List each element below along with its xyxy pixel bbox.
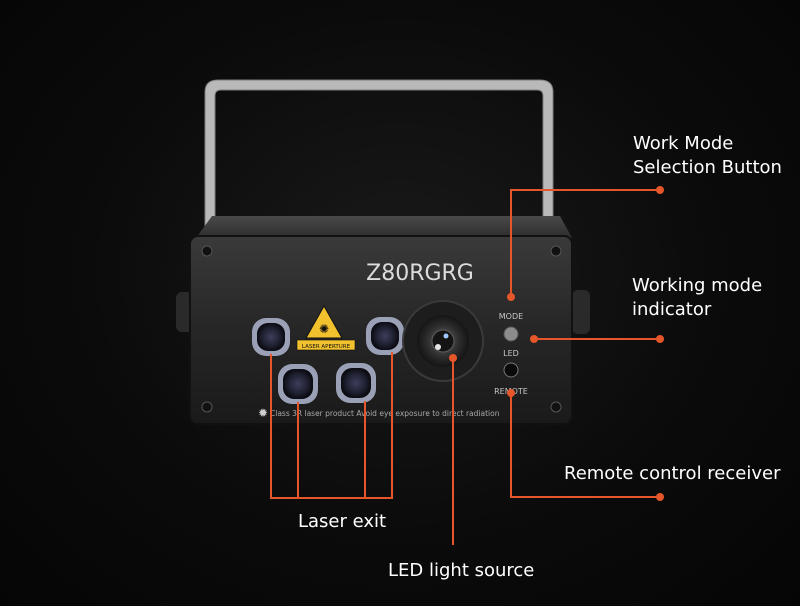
callout-dots bbox=[449, 186, 664, 501]
right-knob bbox=[572, 290, 590, 334]
indicator-line-1: Working mode bbox=[632, 275, 763, 296]
indicator-callout: Working mode indicator bbox=[632, 274, 762, 322]
laser-exit-lens bbox=[366, 317, 404, 355]
top-plate bbox=[196, 216, 572, 238]
mode-indicator bbox=[503, 326, 519, 342]
indicator-line-2: indicator bbox=[632, 299, 712, 320]
work-mode-line-1: Work Mode bbox=[633, 133, 734, 154]
laser-exit-callout: Laser exit bbox=[298, 511, 387, 532]
starburst-icon: ✹ bbox=[258, 406, 268, 420]
svg-text:✺: ✺ bbox=[319, 322, 329, 336]
screw-icon bbox=[201, 245, 562, 413]
laser-exit-lens bbox=[252, 318, 290, 356]
callout-lines bbox=[270, 189, 660, 545]
handle-bracket bbox=[204, 79, 554, 239]
class-warning-text: Class 3R laser product Avoid eye exposur… bbox=[270, 409, 500, 418]
remote-receiver bbox=[503, 362, 519, 378]
work-mode-callout: Work Mode Selection Button bbox=[633, 132, 782, 180]
laser-exit-lens bbox=[278, 364, 318, 404]
led-light-source bbox=[402, 300, 484, 382]
remote-callout: Remote control receiver bbox=[564, 463, 781, 484]
laser-exit-lens bbox=[336, 363, 376, 403]
work-mode-line-2: Selection Button bbox=[633, 157, 782, 178]
laser-aperture-label: LASER APERTURE bbox=[302, 344, 351, 350]
model-name: Z80RGRG bbox=[366, 261, 474, 286]
mode-label: MODE bbox=[499, 312, 523, 321]
led-label: LED bbox=[503, 349, 519, 358]
led-source-callout: LED light source bbox=[388, 560, 535, 581]
laser-warning-icon: ✺ LASER APERTURE bbox=[296, 304, 356, 351]
